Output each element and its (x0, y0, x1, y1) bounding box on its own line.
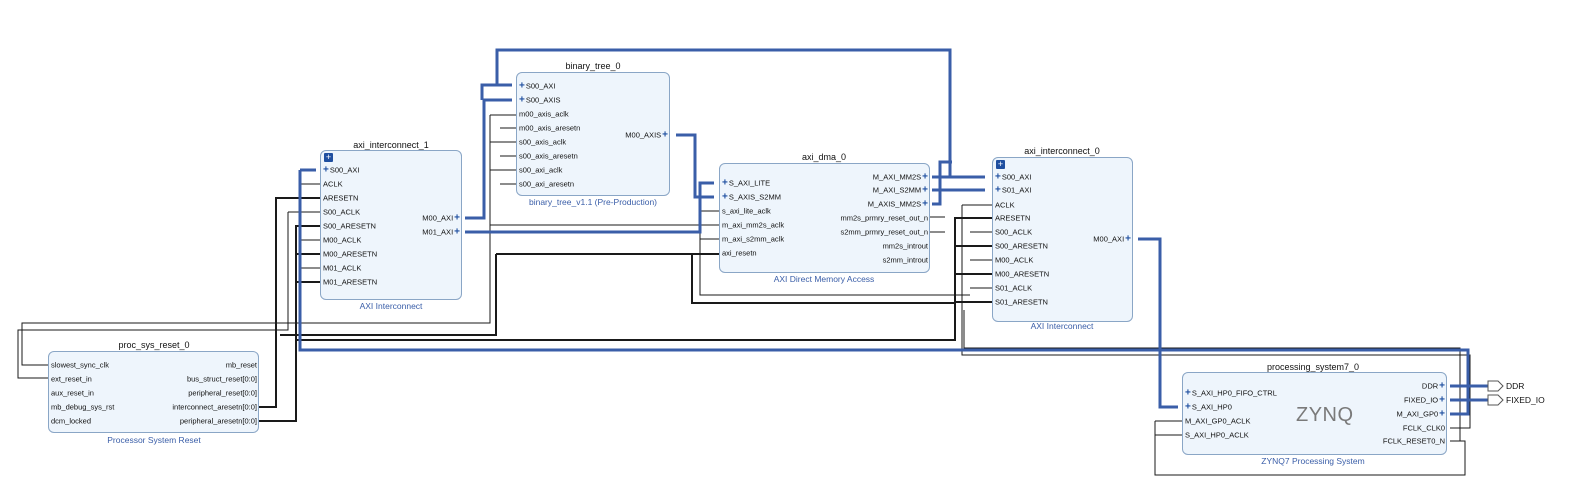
processing-system-block[interactable] (1182, 372, 1447, 455)
port-label[interactable]: S00_ACLK (995, 227, 1033, 237)
port-label[interactable]: s2mm_prmry_reset_out_n (840, 227, 928, 237)
axi-dma-subtitle: AXI Direct Memory Access (773, 274, 875, 284)
port-label[interactable]: M01_AXI+ (422, 226, 460, 238)
port-label[interactable]: S00_ARESETN (995, 241, 1048, 251)
port-label[interactable]: +S01_AXI (995, 184, 1032, 196)
axi-interconnect-0-name: axi_interconnect_0 (1024, 146, 1100, 156)
port-label[interactable]: m00_axis_aclk (519, 109, 569, 119)
port-label[interactable]: M00_ACLK (323, 235, 362, 245)
port-label[interactable]: S_AXI_HP0_ACLK (1185, 430, 1249, 440)
port-label[interactable]: M_AXIS_MM2S+ (867, 198, 928, 210)
axi-interconnect-0-subtitle: AXI Interconnect (1030, 321, 1094, 331)
port-label[interactable]: M00_ACLK (995, 255, 1034, 265)
port-label[interactable]: FIXED_IO+ (1403, 394, 1445, 406)
external-port-shapes (1487, 380, 1504, 406)
axi-interconnect-1-subtitle: AXI Interconnect (359, 301, 423, 311)
port-label[interactable]: M00_ARESETN (995, 269, 1050, 279)
zynq-logo: ZYNQ (1296, 404, 1354, 426)
binary-tree-block[interactable] (516, 72, 670, 196)
port-label[interactable]: +S_AXI_HP0 (1185, 401, 1232, 413)
axi-interconnect-1-block[interactable] (320, 150, 462, 300)
expand-icon[interactable]: + (996, 159, 1005, 169)
port-label[interactable]: M00_AXIS+ (625, 129, 668, 141)
port-label[interactable]: S00_ARESETN (323, 221, 376, 231)
port-label[interactable]: S01_ARESETN (995, 297, 1048, 307)
wires (17, 48, 1490, 476)
port-label[interactable]: mb_reset (225, 360, 257, 370)
port-label[interactable]: s_axi_lite_aclk (722, 206, 771, 216)
port-label[interactable]: S00_ACLK (323, 207, 361, 217)
port-label[interactable]: interconnect_aresetn[0:0] (172, 402, 257, 412)
external-port-ddr[interactable]: DDR (1506, 381, 1525, 391)
port-label[interactable]: M00_ARESETN (323, 249, 378, 259)
port-label[interactable]: +S_AXI_HP0_FIFO_CTRL (1185, 387, 1277, 399)
port-label[interactable]: ext_reset_in (51, 374, 92, 384)
port-label[interactable]: M01_ARESETN (323, 277, 378, 287)
port-label[interactable]: M00_AXI+ (422, 212, 460, 224)
port-label[interactable]: mm2s_introut (882, 241, 928, 251)
axi-dma-block[interactable] (719, 163, 930, 273)
port-label[interactable]: s00_axi_aclk (519, 165, 563, 175)
proc-sys-reset-name: proc_sys_reset_0 (118, 340, 190, 350)
port-label[interactable]: M_AXI_S2MM+ (872, 184, 928, 196)
binary-tree-name: binary_tree_0 (565, 61, 621, 71)
port-label[interactable]: ARESETN (995, 213, 1031, 223)
port-label[interactable]: +S00_AXI (323, 164, 360, 176)
port-label[interactable]: dcm_locked (51, 416, 92, 426)
port-label[interactable]: FCLK_CLK0 (1402, 423, 1445, 433)
port-label[interactable]: s00_axi_aresetn (519, 179, 575, 189)
port-label[interactable]: s2mm_introut (882, 255, 928, 265)
proc-sys-reset-block[interactable] (48, 351, 259, 433)
port-label[interactable]: s00_axis_aresetn (519, 151, 578, 161)
port-label[interactable]: aux_reset_in (51, 388, 94, 398)
port-label[interactable]: ACLK (323, 179, 343, 189)
axi-interconnect-0-block[interactable] (992, 157, 1133, 322)
external-port-fixed-io[interactable]: FIXED_IO (1506, 395, 1545, 405)
port-label[interactable]: mb_debug_sys_rst (51, 402, 115, 412)
port-label[interactable]: peripheral_aresetn[0:0] (179, 416, 257, 426)
port-label[interactable]: +S00_AXI (995, 171, 1032, 183)
port-label[interactable]: bus_struct_reset[0:0] (186, 374, 257, 384)
port-label[interactable]: m00_axis_aresetn (519, 123, 581, 133)
processing-system-subtitle: ZYNQ7 Processing System (1261, 456, 1365, 466)
port-label[interactable]: mm2s_prmry_reset_out_n (840, 213, 928, 223)
port-label[interactable]: ACLK (995, 200, 1015, 210)
port-label[interactable]: DDR+ (1421, 380, 1445, 392)
port-label[interactable]: +S_AXI_LITE (722, 177, 771, 189)
port-label[interactable]: m_axi_mm2s_aclk (722, 220, 785, 230)
axi-interconnect-1-name: axi_interconnect_1 (353, 140, 429, 150)
port-label[interactable]: S01_ACLK (995, 283, 1033, 293)
port-label[interactable]: +S00_AXI (519, 80, 556, 92)
proc-sys-reset-subtitle: Processor System Reset (107, 435, 201, 445)
port-label[interactable]: M01_ACLK (323, 263, 362, 273)
port-label[interactable]: peripheral_reset[0:0] (188, 388, 257, 398)
binary-tree-subtitle: binary_tree_v1.1 (Pre-Production) (528, 197, 658, 207)
port-label[interactable]: slowest_sync_clk (51, 360, 109, 370)
port-label[interactable]: axi_resetn (722, 248, 757, 258)
port-label[interactable]: +S00_AXIS (519, 94, 561, 106)
processing-system-name: processing_system7_0 (1266, 362, 1360, 372)
port-label[interactable]: ARESETN (323, 193, 359, 203)
port-label[interactable]: s00_axis_aclk (519, 137, 567, 147)
axi-dma-name: axi_dma_0 (801, 152, 847, 162)
expand-icon[interactable]: + (324, 152, 333, 162)
port-label[interactable]: M00_AXI+ (1093, 233, 1131, 245)
port-label[interactable]: +S_AXIS_S2MM (722, 191, 781, 203)
port-label[interactable]: FCLK_RESET0_N (1382, 436, 1445, 446)
port-label[interactable]: M_AXI_GP0+ (1396, 408, 1445, 420)
port-label[interactable]: m_axi_s2mm_aclk (722, 234, 785, 244)
port-label[interactable]: M_AXI_MM2S+ (872, 171, 928, 183)
port-label[interactable]: M_AXI_GP0_ACLK (1185, 416, 1251, 426)
